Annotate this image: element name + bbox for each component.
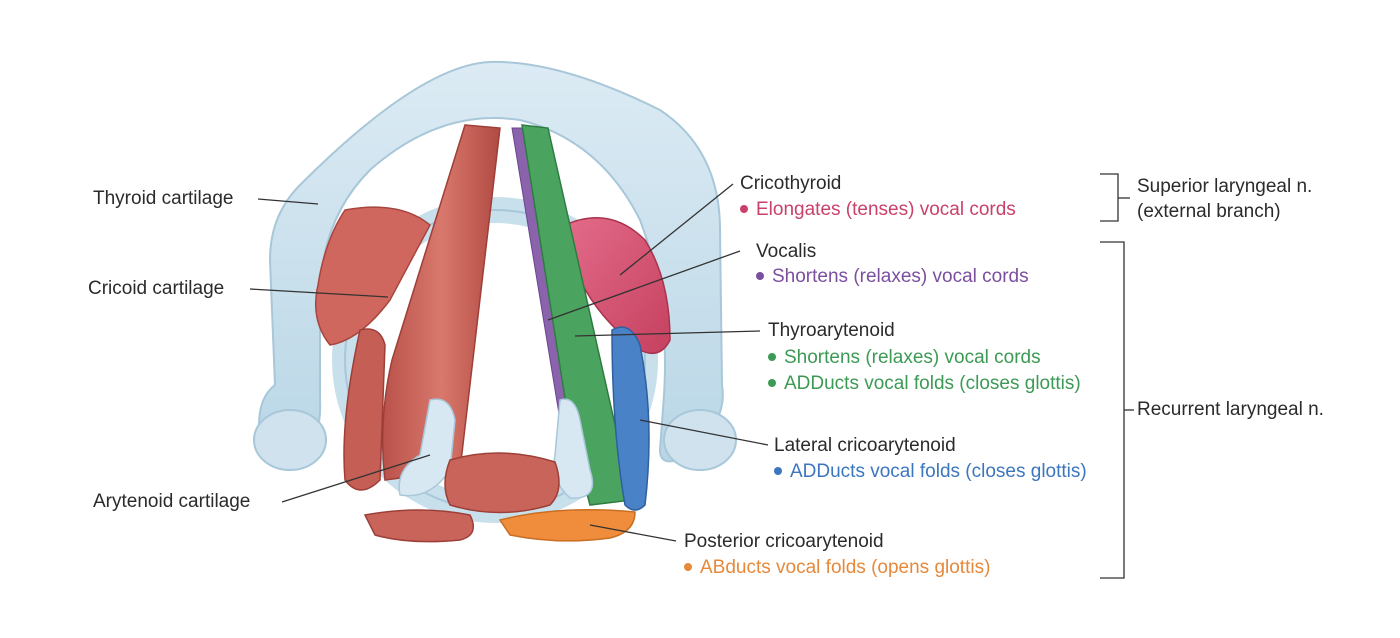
label-cricothyroid: Cricothyroid bbox=[740, 173, 842, 194]
action-lateral-cricoarytenoid: ADDucts vocal folds (closes glottis) bbox=[774, 461, 1087, 483]
label-thyroid-cartilage: Thyroid cartilage bbox=[93, 188, 234, 209]
thyroid-inferior-horn-left bbox=[253, 409, 327, 471]
bullet-dot bbox=[768, 352, 776, 361]
thyroid-inferior-horn-right bbox=[663, 409, 737, 471]
leader-posterior-cricoarytenoid bbox=[589, 524, 677, 542]
action-thyroarytenoid-1: Shortens (relaxes) vocal cords bbox=[768, 347, 1041, 369]
action-posterior-cricoarytenoid: ABducts vocal folds (opens glottis) bbox=[684, 557, 990, 579]
label-lateral-cricoarytenoid: Lateral cricoarytenoid bbox=[774, 435, 956, 456]
bullet-dot bbox=[684, 562, 692, 571]
posterior-cricoarytenoid-muscle bbox=[498, 509, 636, 542]
leader-arytenoid bbox=[281, 454, 431, 503]
leader-cricothyroid bbox=[619, 183, 734, 276]
bullet-dot bbox=[756, 271, 764, 280]
label-thyroarytenoid: Thyroarytenoid bbox=[768, 320, 895, 341]
label-recurrent-laryngeal-nerve: Recurrent laryngeal n. bbox=[1137, 399, 1324, 420]
leader-cricoid bbox=[249, 288, 389, 298]
action-cricothyroid: Elongates (tenses) vocal cords bbox=[740, 199, 1016, 221]
label-superior-laryngeal-nerve: Superior laryngeal n. bbox=[1137, 176, 1313, 197]
interarytenoid-muscle bbox=[444, 452, 560, 514]
label-vocalis: Vocalis bbox=[756, 241, 817, 262]
bullet-dot bbox=[768, 378, 776, 387]
leader-vocalis bbox=[547, 250, 741, 321]
left-lateral-cricoarytenoid-muscle bbox=[343, 328, 386, 491]
recurrent-nerve-bracket bbox=[1100, 241, 1125, 579]
leader-lateral-cricoarytenoid bbox=[639, 419, 769, 446]
left-arytenoid-cartilage bbox=[398, 398, 456, 497]
leader-lines bbox=[249, 183, 769, 542]
bullet-dot bbox=[740, 204, 748, 213]
label-superior-laryngeal-branch: (external branch) bbox=[1137, 201, 1281, 222]
leader-thyroid bbox=[257, 198, 319, 205]
label-arytenoid-cartilage: Arytenoid cartilage bbox=[93, 491, 251, 512]
superior-nerve-bracket bbox=[1100, 173, 1119, 222]
left-thyroarytenoid-muscle bbox=[381, 124, 501, 481]
leader-thyroarytenoid bbox=[574, 330, 761, 337]
left-posterior-muscle bbox=[363, 509, 475, 543]
bullet-dot bbox=[774, 466, 782, 475]
action-thyroarytenoid-2: ADDucts vocal folds (closes glottis) bbox=[768, 373, 1081, 395]
label-cricoid-cartilage: Cricoid cartilage bbox=[88, 278, 225, 299]
left-cricothyroid-muscle bbox=[315, 206, 431, 346]
right-lateral-cricoarytenoid-muscle bbox=[611, 326, 650, 511]
label-posterior-cricoarytenoid: Posterior cricoarytenoid bbox=[684, 531, 884, 552]
action-vocalis: Shortens (relaxes) vocal cords bbox=[756, 266, 1029, 288]
right-thyroarytenoid-muscle bbox=[521, 124, 633, 506]
